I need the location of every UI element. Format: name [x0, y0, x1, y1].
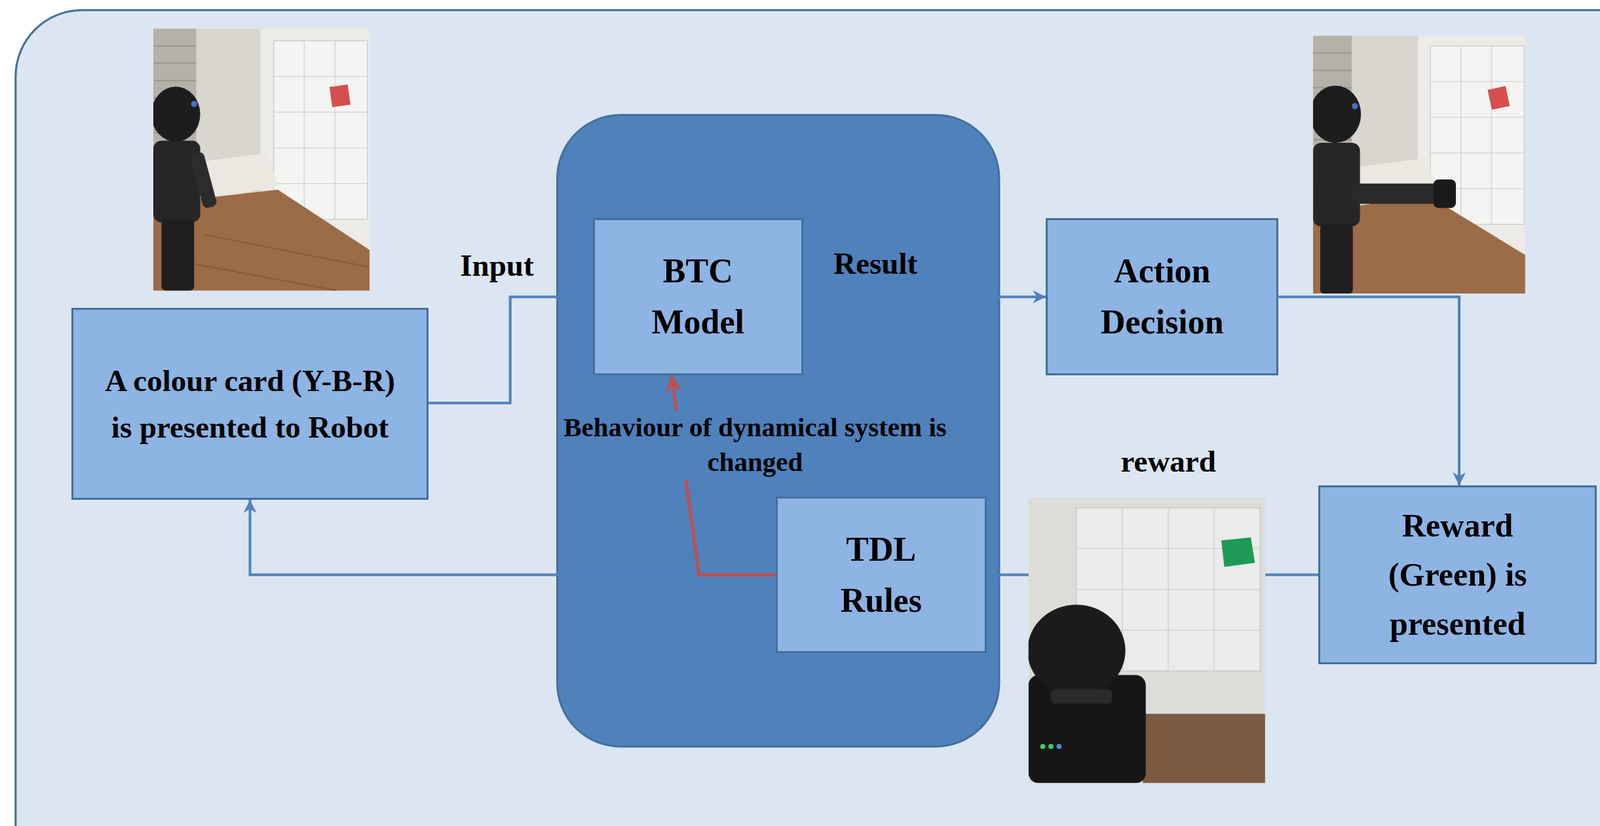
robot-photo: [1313, 35, 1526, 294]
input-box: A colour card (Y-B-R) is presented to Ro…: [71, 307, 429, 500]
box-label: Action Decision: [1062, 245, 1262, 348]
connector-arrow: [1278, 296, 1460, 486]
box-label: A colour card (Y-B-R) is presented to Ro…: [98, 357, 401, 451]
box-label: TDL Rules: [815, 524, 948, 627]
connector-arrow: [803, 295, 1047, 299]
process-box: Action Decision: [1045, 218, 1279, 376]
robot-photo: [153, 28, 370, 291]
reward-box: Reward (Green) is presented: [1318, 485, 1597, 665]
edge-label: reward: [1121, 442, 1217, 480]
model-box: BTC Model: [592, 218, 804, 376]
region-caption: Behaviour of dynamical system is changed: [558, 410, 953, 481]
outer-frame: [15, 10, 1600, 826]
rules-box: TDL Rules: [775, 496, 987, 653]
reward-photo: [1028, 497, 1266, 784]
dynamical-system-region: Behaviour of dynamical system is changed…: [556, 114, 1000, 748]
edge-label: Input: [459, 247, 534, 284]
connector-arrow: [986, 573, 1319, 577]
box-label: Reward (Green) is presented: [1352, 501, 1562, 649]
connector-arrow: [428, 296, 593, 403]
box-label: BTC Model: [631, 245, 764, 348]
edge-label: Result: [833, 245, 918, 282]
